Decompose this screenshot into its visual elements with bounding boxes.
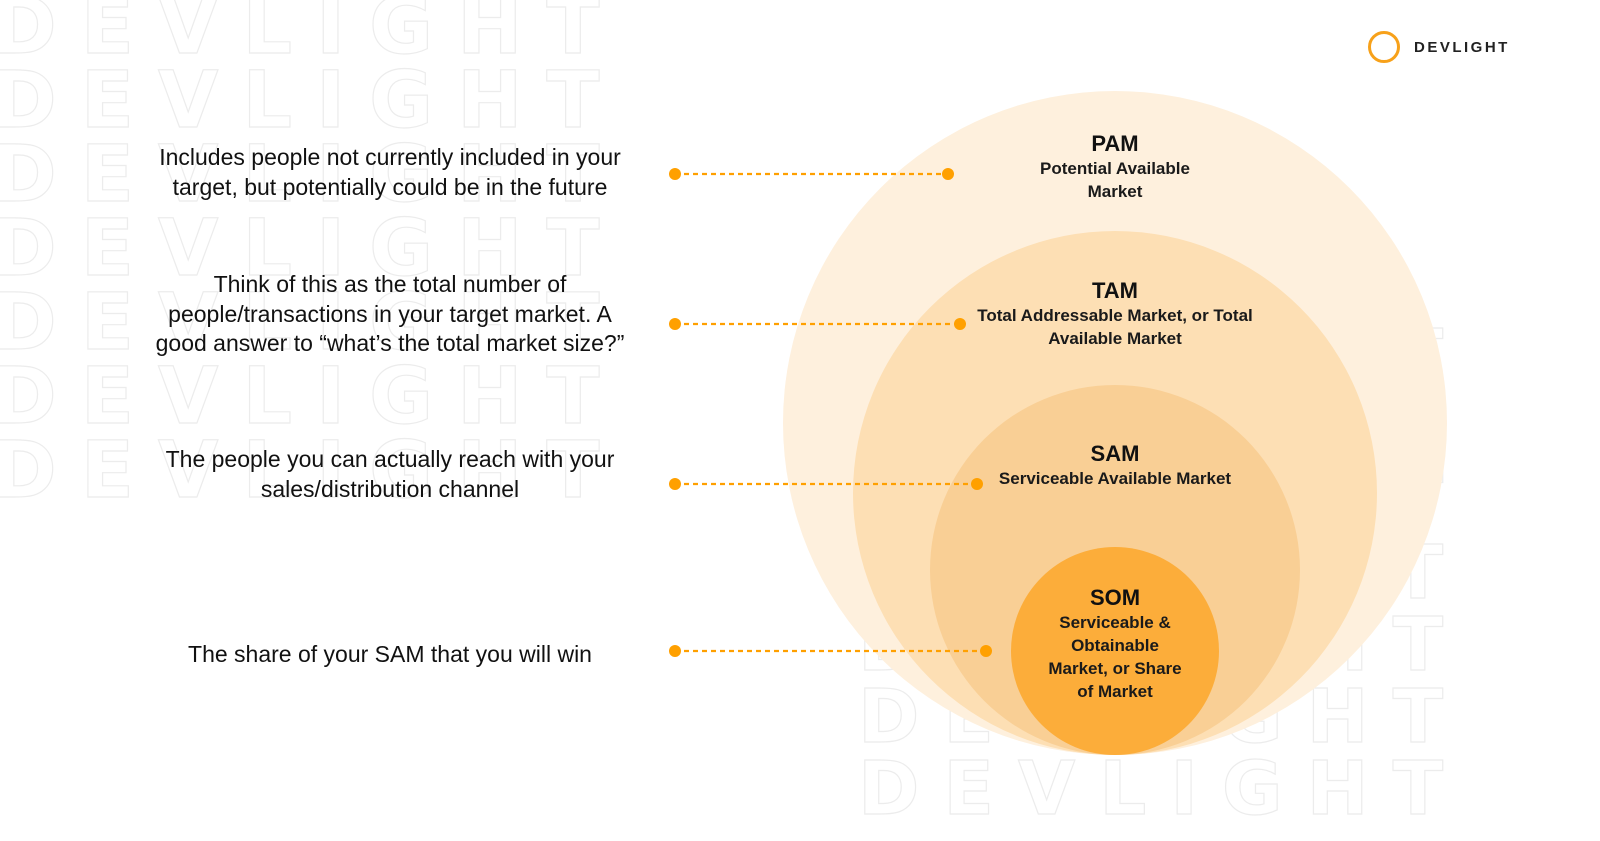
som-full-name: Serviceable & Obtainable Market, or Shar… bbox=[1048, 613, 1182, 701]
som-connector-start-dot bbox=[669, 645, 681, 657]
pam-label: PAM Potential Available Market bbox=[990, 131, 1240, 203]
pam-full-name: Potential Available Market bbox=[1040, 159, 1190, 201]
pam-abbr: PAM bbox=[1091, 131, 1139, 156]
som-description: The share of your SAM that you will win bbox=[188, 641, 592, 667]
sam-full-name: Serviceable Available Market bbox=[998, 469, 1232, 488]
som-label: SOM Serviceable & Obtainable Market, or … bbox=[1040, 585, 1190, 703]
tam-connector-end-dot bbox=[954, 318, 966, 330]
tam-full-name: Total Addressable Market, or Total Avail… bbox=[977, 306, 1253, 348]
pam-connector-start-dot bbox=[669, 168, 681, 180]
sam-abbr: SAM bbox=[1090, 441, 1140, 466]
brand-name: DEVLIGHT bbox=[1414, 38, 1510, 56]
brand-logo: DEVLIGHT bbox=[1368, 31, 1510, 63]
tam-label: TAM Total Addressable Market, or Total A… bbox=[975, 278, 1255, 350]
som-connector-end-dot bbox=[980, 645, 992, 657]
logo-ring-icon bbox=[1368, 31, 1400, 63]
sam-connector-start-dot bbox=[669, 478, 681, 490]
pam-description: Includes people not currently included i… bbox=[159, 144, 621, 200]
sam-label: SAM Serviceable Available Market bbox=[995, 441, 1235, 490]
som-circle bbox=[1011, 547, 1219, 755]
tam-connector-start-dot bbox=[669, 318, 681, 330]
tam-abbr: TAM bbox=[1091, 278, 1139, 303]
tam-description: Think of this as the total number of peo… bbox=[155, 271, 625, 356]
sam-description: The people you can actually reach with y… bbox=[165, 446, 615, 502]
som-abbr: SOM bbox=[1089, 585, 1141, 610]
pam-connector-end-dot bbox=[942, 168, 954, 180]
sam-connector-end-dot bbox=[971, 478, 983, 490]
